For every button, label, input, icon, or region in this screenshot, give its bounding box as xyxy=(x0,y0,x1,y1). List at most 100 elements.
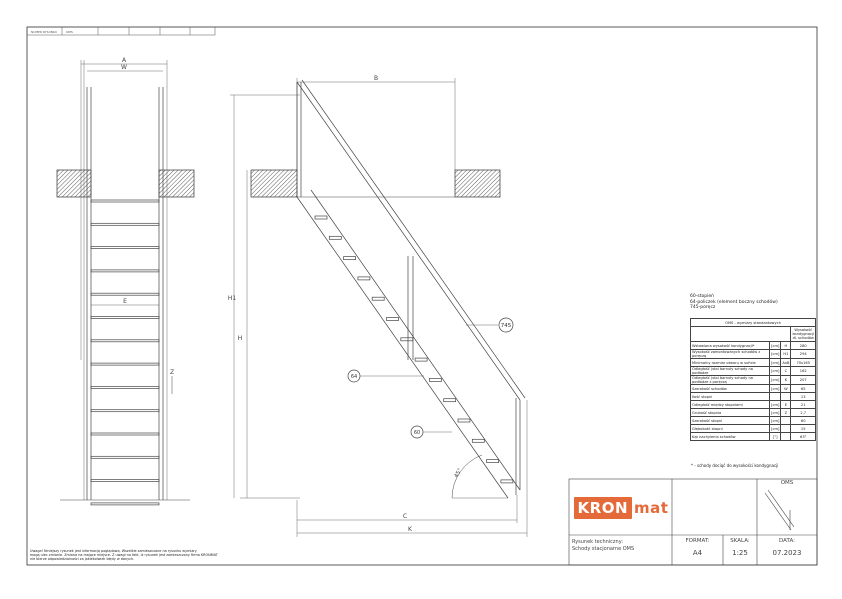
table-col-header: Wysokość kondygnacji xyxy=(792,328,815,336)
table-cell-unit: [cm] xyxy=(769,375,782,385)
side-tread xyxy=(371,296,385,301)
table-cell-unit: [cm] xyxy=(769,424,782,433)
format-value: A4 xyxy=(692,549,703,557)
legend-line-2: 64-policzek (element boczny schodów) xyxy=(690,299,778,305)
front-view xyxy=(56,60,195,506)
table-cell-val: 13 xyxy=(790,392,816,401)
legend-line-3: 745-poręcz xyxy=(690,305,716,310)
front-tread xyxy=(90,502,160,506)
table-cell-unit: [cm] xyxy=(769,416,782,425)
side-view xyxy=(230,78,528,537)
side-tread xyxy=(471,438,485,443)
date-label: DATA: xyxy=(779,538,795,544)
table-cell-sym xyxy=(780,392,792,401)
front-tread xyxy=(90,269,160,273)
table-cell-sym: H xyxy=(780,341,792,350)
drawing-label: Rysunek techniczny: xyxy=(572,539,623,545)
front-tread xyxy=(90,246,160,249)
callout-60: 60 xyxy=(414,430,420,436)
table-cell-unit: [cm] xyxy=(769,384,782,393)
dim-H1: H1 xyxy=(228,295,237,302)
table-row: Kąt nachylenia schodów[°]63° xyxy=(689,432,816,441)
callout-64: 64 xyxy=(351,374,357,380)
table-cell-sym: Z xyxy=(780,408,792,417)
side-tread xyxy=(357,276,371,281)
table-cell-label: Szerokość stopni xyxy=(689,416,771,425)
date-value: 07.2023 xyxy=(772,549,802,557)
note-line-3: nie bierze odpowiedzialności za jakiekol… xyxy=(30,557,135,561)
front-tread xyxy=(90,316,160,319)
table-cell-sym xyxy=(780,416,792,425)
table-cell-sym: AxB xyxy=(780,358,792,367)
table-cell-unit: [cm] xyxy=(769,349,782,359)
table-cell-unit: [cm] xyxy=(769,358,782,367)
table-cell-sym: K xyxy=(780,375,792,385)
table-cell-val: 65 xyxy=(790,384,816,393)
table-cell-sym: W xyxy=(780,384,792,393)
table-cell-label: Ilość stopni xyxy=(689,392,771,401)
dim-W: W xyxy=(121,64,127,71)
front-tread xyxy=(90,479,160,482)
dim-K: K xyxy=(408,526,413,533)
table-col-header2: dl. schodów xyxy=(792,336,814,340)
table-cell-sym xyxy=(780,432,792,441)
table-row: Odległość (stoi barnuły schody na podłod… xyxy=(689,375,816,385)
side-tread xyxy=(486,459,499,463)
table-cell-unit xyxy=(769,392,782,401)
angle-label: 45° xyxy=(454,467,464,479)
table-cell-sym: H1 xyxy=(780,349,792,359)
table-cell-unit: [cm] xyxy=(769,341,782,350)
table-cell-val: 21 xyxy=(790,400,816,409)
table-row: Szerokość stopni[cm]60 xyxy=(689,416,816,425)
table-cell-unit: [cm] xyxy=(769,400,782,409)
front-tread xyxy=(90,339,160,343)
dim-H: H xyxy=(238,335,243,342)
drawing-value: Schody stacjonarne OMS xyxy=(572,546,635,552)
note-line-2: mogą ulec zmianie. Zmiana na mające miej… xyxy=(30,553,218,557)
table-cell-unit: [cm] xyxy=(769,366,782,376)
table-cell-val: 162 xyxy=(790,366,816,376)
table-cell-label: Szerokość schodów xyxy=(689,384,771,393)
front-tread xyxy=(90,222,160,226)
side-tread xyxy=(386,317,399,321)
side-tread xyxy=(314,215,328,220)
front-tread xyxy=(90,199,160,203)
front-tread xyxy=(90,386,160,389)
side-tread xyxy=(400,337,414,342)
table-cell-label: Odległość (stoi barnuły schody na podłod… xyxy=(689,366,771,376)
side-tread xyxy=(429,378,442,382)
front-tread xyxy=(90,362,160,366)
disclaimer-notes: Uwaga! Niniejszy rysunek jest informacją… xyxy=(30,549,218,561)
sheet-border xyxy=(26,26,818,566)
table-cell-label: Wstawiona wysokość kondygnacji* xyxy=(689,341,771,350)
spec-table: OMS - wymiary standardowych Wysokość kon… xyxy=(689,318,816,441)
title-block xyxy=(568,478,818,566)
table-cell-sym: C xyxy=(780,366,792,376)
table-cell-unit: [cm] xyxy=(769,408,782,417)
table-cell-label: Głębokość stopni xyxy=(689,424,771,433)
front-tread xyxy=(90,409,160,413)
table-cell-val: 294 xyxy=(790,349,816,359)
table-cell-val: 15 xyxy=(790,424,816,433)
table-cell-val: 63° xyxy=(790,432,816,441)
table-cell-label: Odległość między stopniami xyxy=(689,400,771,409)
table-row: Ilość stopni 13 xyxy=(689,392,816,401)
side-tread xyxy=(343,256,356,260)
dim-Z: Z xyxy=(170,369,174,376)
format-label: FORMAT: xyxy=(685,538,710,544)
table-title: OMS - wymiary standardowych xyxy=(690,318,816,327)
logo-box: KRON xyxy=(573,497,633,519)
side-tread xyxy=(500,479,514,484)
table-cell-label: Wysokość zamontowanych schodów z poręczą xyxy=(689,349,771,359)
table-row: Minimalny rozmiar otworu w suficie[cm]Ax… xyxy=(689,358,816,367)
header-strip xyxy=(26,26,216,36)
front-tread xyxy=(90,292,160,296)
table-row: Głębokość stopni[cm] 15 xyxy=(689,424,816,433)
header-cell: NUMER RYSUNKU xyxy=(31,30,57,34)
